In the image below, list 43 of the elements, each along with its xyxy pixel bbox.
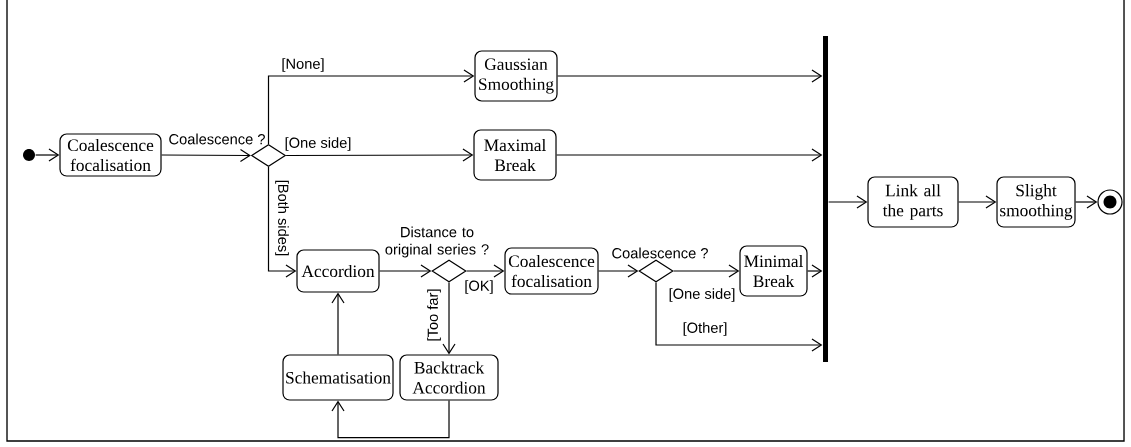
action-box: Maximal Break <box>473 129 557 181</box>
arrow <box>655 282 823 352</box>
arrow <box>807 264 823 278</box>
arrow <box>285 148 474 162</box>
decision-diamond <box>638 259 674 283</box>
arrow <box>442 282 456 355</box>
edge-label: Distance to original series ? <box>385 226 489 258</box>
edge-label: [One side] <box>669 288 735 302</box>
decision-diamond <box>431 259 467 283</box>
arrow <box>161 148 251 163</box>
arrow <box>331 400 450 439</box>
arrow <box>1075 195 1098 209</box>
arrow <box>466 264 505 278</box>
arrow <box>267 69 475 145</box>
action-box: Accordion <box>296 249 380 293</box>
arrow <box>598 264 639 278</box>
action-box: Slight smoothing <box>996 176 1076 228</box>
arrow <box>673 264 740 278</box>
arrow <box>331 292 345 355</box>
action-box: Coalescence focalisation <box>504 247 599 295</box>
arrow <box>556 148 823 162</box>
arrow <box>379 264 432 278</box>
join-bar <box>823 36 828 362</box>
edge-label: [None] <box>282 58 324 72</box>
edge-label: [Too far] <box>427 289 441 341</box>
edge-label: Coalescence ? <box>169 133 265 145</box>
edge-label: [Other] <box>683 322 727 336</box>
action-box: Link all the parts <box>867 176 959 228</box>
action-box: Gaussian Smoothing <box>474 50 558 102</box>
edge-label: Coalescence ? <box>612 247 708 259</box>
action-box: Minimal Break <box>739 245 808 297</box>
action-box: Backtrack Accordion <box>399 354 499 401</box>
edge-label: [Both sides] <box>275 180 289 256</box>
arrow <box>958 195 997 209</box>
arrow <box>267 166 297 278</box>
action-box: Schematisation <box>282 354 394 401</box>
arrow <box>828 195 868 209</box>
edge-label: [One side] <box>285 137 351 151</box>
arrow <box>557 69 823 83</box>
arrow <box>35 148 60 162</box>
end-bullseye <box>1097 189 1123 215</box>
edge-label: [OK] <box>465 280 493 294</box>
action-box: Coalescence focalisation <box>59 133 162 177</box>
